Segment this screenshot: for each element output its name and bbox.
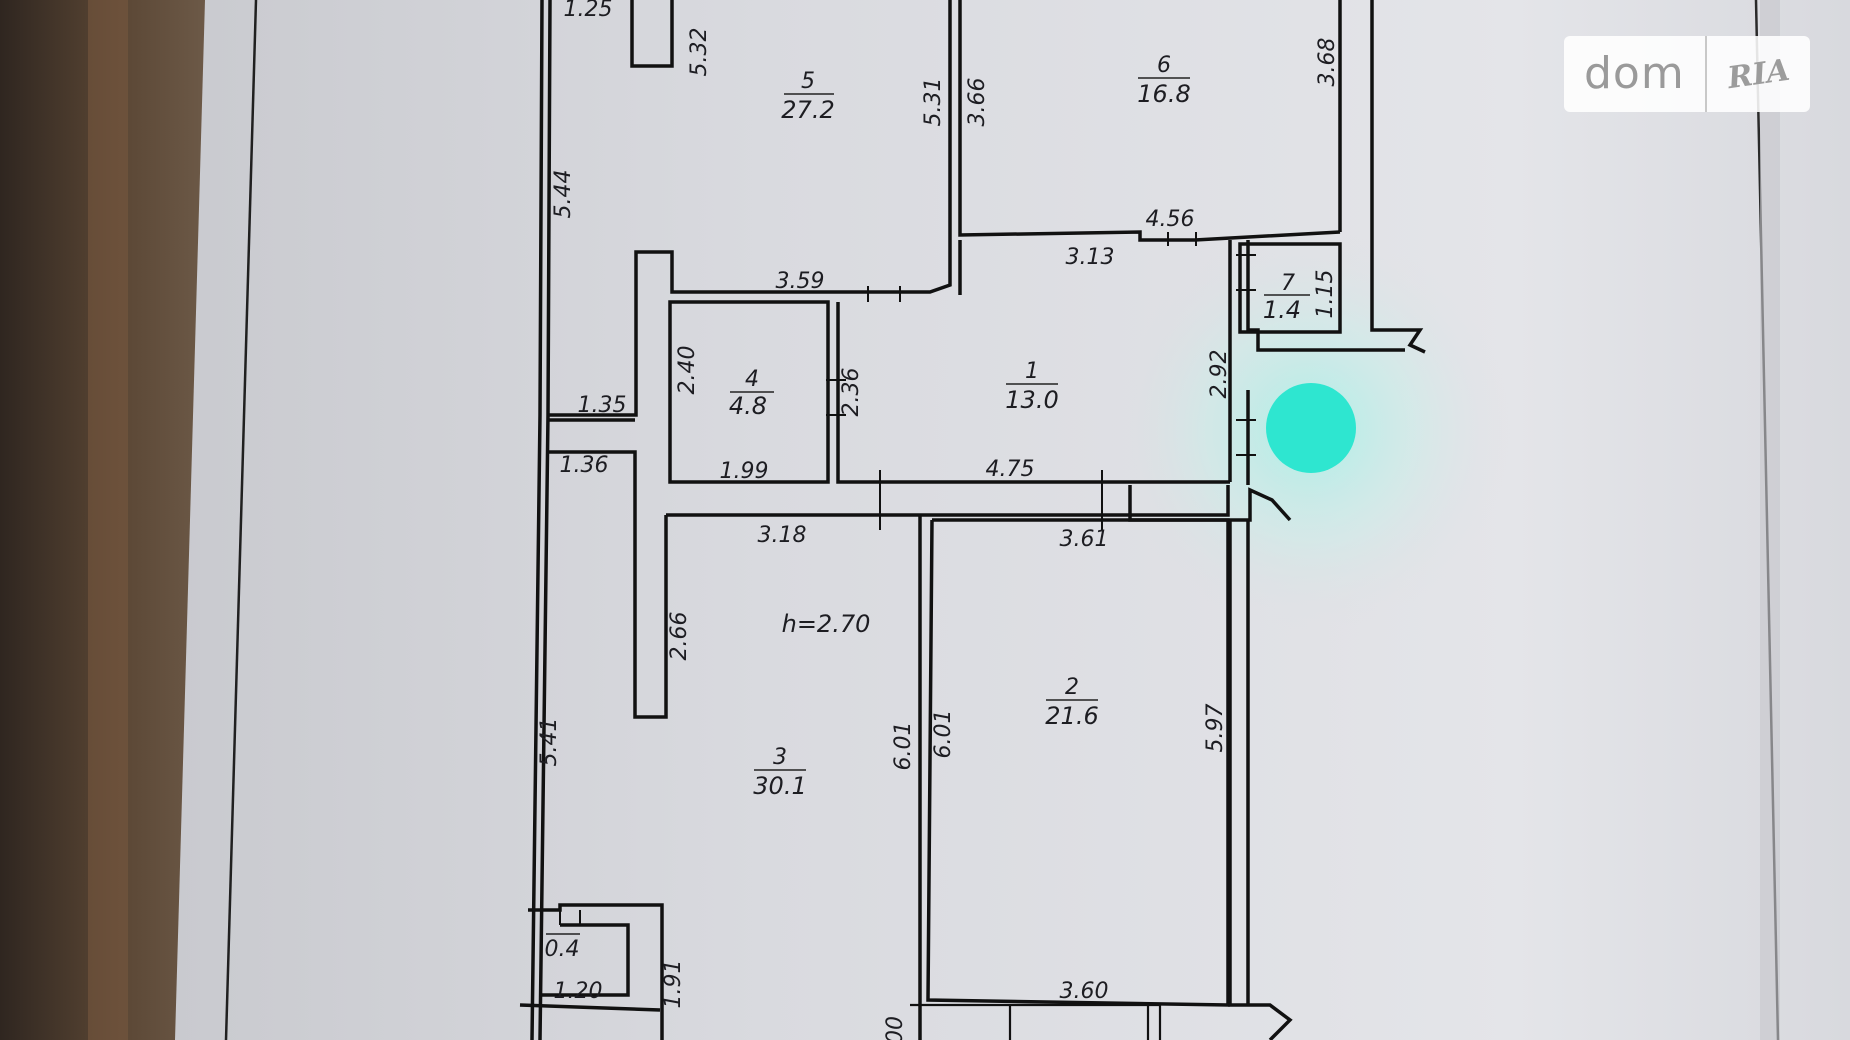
dim-label: 3.68: [1315, 38, 1340, 87]
room-6-number: 6: [1157, 53, 1171, 78]
dim-label: 1.15: [1313, 270, 1338, 319]
page-border-left: [224, 0, 258, 1040]
dim-label: 1.20: [554, 979, 603, 1004]
dim-label: 2.40: [675, 346, 700, 395]
window-frame: [1008, 1005, 1150, 1040]
dim-label: 00: [883, 1016, 908, 1040]
room-small-area: 0.4: [545, 937, 580, 962]
page-fold: [1760, 0, 1780, 1040]
room-1-number: 1: [1025, 359, 1039, 384]
dim-label: 3.60: [1060, 979, 1109, 1004]
room-5-right-wall: [866, 0, 952, 294]
door-marks: [559, 232, 1256, 925]
corridor-wall: [1246, 240, 1405, 352]
room-2-number: 2: [1065, 675, 1079, 700]
cardboard-strip: [88, 0, 128, 1040]
click-indicator-icon: [1266, 383, 1356, 473]
dim-label: 4.56: [1146, 207, 1195, 232]
dim-label: 2.92: [1207, 350, 1232, 399]
watermark-text: dom: [1584, 48, 1685, 99]
dim-label: 6.01: [931, 710, 956, 759]
dim-label: 2.36: [839, 368, 864, 417]
dim-label: 6.01: [891, 722, 916, 771]
dim-label: 1.25: [564, 0, 613, 22]
room-4-area: 4.8: [729, 392, 767, 420]
dim-label: 3.13: [1066, 245, 1115, 270]
room-small-walls: [528, 903, 664, 1040]
room-2-bottom: [910, 1003, 1162, 1040]
dim-label: 5.32: [687, 28, 712, 77]
watermark-divider: [1704, 36, 1707, 112]
room-6-bottom-wall: [958, 0, 1341, 242]
dim-label: 5.41: [537, 718, 562, 767]
room-5-area: 27.2: [781, 96, 834, 124]
dim-label: 3.18: [758, 523, 807, 548]
dim-label: 1.35: [578, 393, 627, 418]
ceiling-height: h=2.70: [782, 610, 871, 638]
room-4-number: 4: [745, 367, 759, 392]
dim-label: 1.91: [661, 960, 686, 1009]
room-1-area: 13.0: [1005, 386, 1058, 414]
dim-label: 4.75: [986, 457, 1035, 482]
dim-label: 3.59: [776, 269, 825, 294]
room-5-bottom-wall: [548, 250, 866, 417]
hall-wall: [666, 485, 1230, 517]
hall-right-wall: [1128, 485, 1292, 522]
room-5-number: 5: [801, 69, 815, 94]
dim-label: 5.44: [551, 170, 576, 219]
room-5-niche: [630, 0, 674, 68]
room-3-area: 30.1: [753, 772, 806, 800]
room-4-walls: [668, 300, 830, 484]
watermark: dom RIA: [1564, 36, 1810, 112]
room-3-number: 3: [773, 745, 787, 770]
room-7-number: 7: [1281, 271, 1295, 296]
dim-label: 1.99: [720, 459, 769, 484]
room-labels: 5 27.2 6 16.8 7 1.4 4 4.8 1 13.0 h=2.70 …: [545, 53, 1310, 962]
room-7-walls: [1238, 242, 1342, 334]
dim-label: 3.66: [965, 78, 990, 127]
room-2-walls: [926, 518, 1230, 1007]
room-7-area: 1.4: [1263, 296, 1301, 324]
dimension-labels: 1.25 5.32 5.31 3.66 3.68 5.44 4.56 3.13 …: [537, 0, 1340, 1040]
dim-label: 5.31: [921, 78, 946, 127]
dim-label: 3.61: [1060, 527, 1109, 552]
room-2-area: 21.6: [1045, 702, 1098, 730]
room-3-pillar: [548, 450, 668, 719]
dim-label: 2.66: [667, 612, 692, 661]
room-1-left-bottom: [836, 302, 1230, 484]
ria-logo-icon: RIA: [1725, 52, 1792, 96]
corridor-right-wall: [1370, 0, 1426, 354]
dim-label: 1.36: [560, 453, 609, 478]
exterior-wall-left-outer: [530, 0, 544, 1040]
room-2-right-exterior: [1228, 520, 1293, 1040]
room-6-area: 16.8: [1137, 80, 1190, 108]
room-3-bottom-wall: [519, 1003, 661, 1012]
dim-label: 5.97: [1203, 704, 1228, 753]
room-small-inner: [540, 923, 630, 997]
